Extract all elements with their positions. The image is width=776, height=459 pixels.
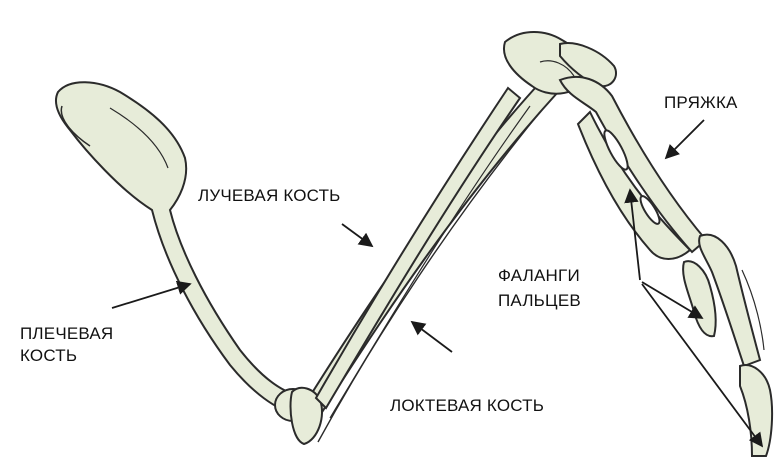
metatarsus-leader [666, 120, 704, 158]
label-phalanges: ФАЛАНГИ ПАЛЬЦЕВ [498, 263, 581, 313]
ulna-leader [412, 322, 452, 352]
label-metatarsus: ПРЯЖКА [664, 92, 738, 114]
humerus-leader [112, 284, 190, 308]
humerus-bone [56, 82, 311, 421]
label-humerus: ПЛЕЧЕВАЯ КОСТЬ [20, 323, 113, 367]
label-radius: ЛУЧЕВАЯ КОСТЬ [198, 185, 341, 207]
radius-leader [342, 224, 372, 246]
label-ulna: ЛОКТЕВАЯ КОСТЬ [390, 395, 544, 417]
phalanges-bones [683, 235, 772, 456]
